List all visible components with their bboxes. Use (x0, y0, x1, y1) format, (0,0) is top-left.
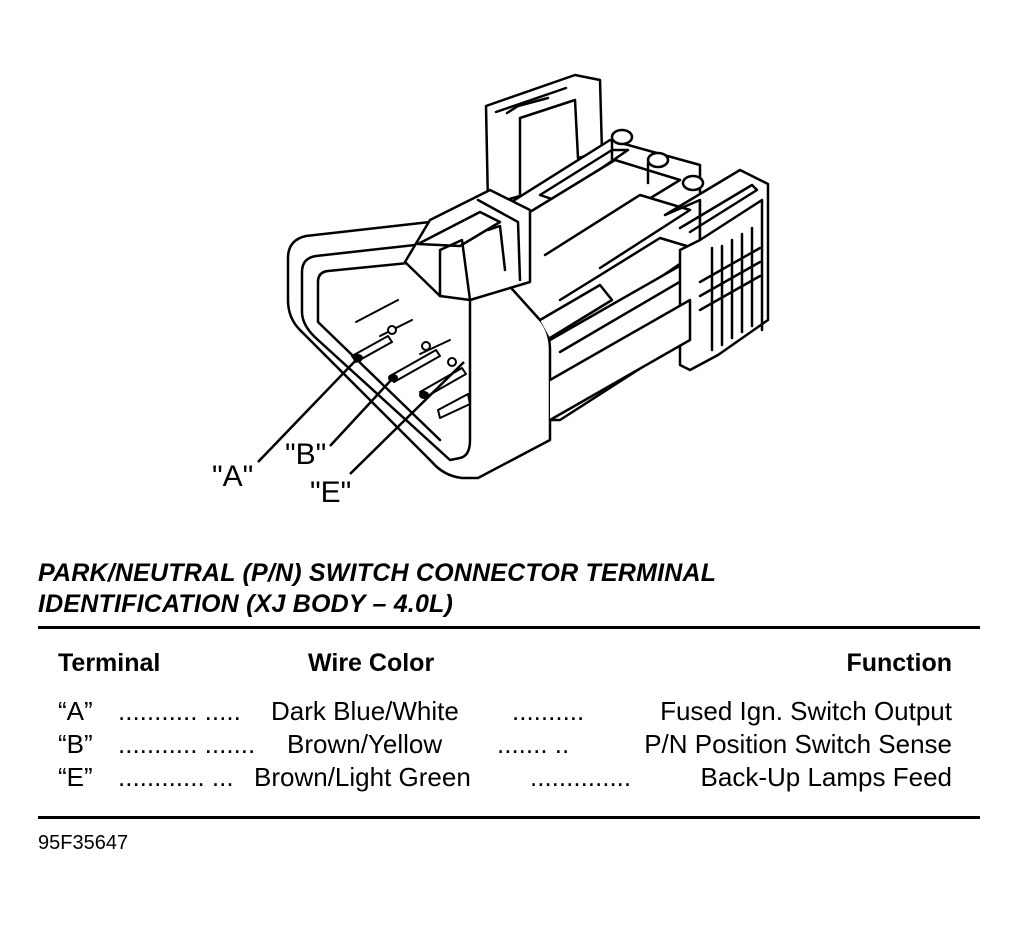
figure-code: 95F35647 (38, 832, 129, 854)
leader-dots: ............ ... (118, 762, 234, 792)
connector-illustration (257, 73, 770, 480)
leader-dots: .............. (530, 762, 632, 792)
header-terminal: Terminal (58, 649, 161, 677)
leader-dots: ........... ....... (118, 729, 256, 759)
header-function: Function (846, 649, 952, 677)
terminal-cell: “A” (58, 696, 93, 726)
header-wire-color: Wire Color (308, 649, 435, 677)
top-rule (38, 626, 980, 629)
table-row: “E” ............ ... Brown/Light Green .… (0, 761, 1018, 794)
leader-line-b (329, 377, 394, 447)
leader-line-a (257, 357, 359, 463)
table-row: “A” ........... ..... Dark Blue/White ..… (0, 695, 1018, 728)
callout-b: "B" (285, 438, 327, 471)
terminal-cell: “E” (58, 762, 93, 792)
lock-tab (403, 188, 532, 302)
callout-e: "E" (310, 476, 352, 509)
callout-a: "A" (212, 460, 254, 493)
leader-dots: .......... (512, 696, 585, 726)
function-cell: Fused Ign. Switch Output (660, 696, 952, 726)
figure-title: PARK/NEUTRAL (P/N) SWITCH CONNECTOR TERM… (38, 558, 998, 620)
wire-color-cell: Brown/Light Green (254, 762, 471, 792)
function-cell: P/N Position Switch Sense (644, 729, 952, 759)
wire-color-cell: Brown/Yellow (287, 729, 443, 759)
terminal-cell: “B” (58, 729, 93, 759)
wire-color-cell: Dark Blue/White (271, 696, 459, 726)
leader-line-e (349, 361, 465, 475)
table-row: “B” ........... ....... Brown/Yellow ...… (0, 728, 1018, 761)
function-cell: Back-Up Lamps Feed (700, 762, 952, 792)
leader-dots: ........... ..... (118, 696, 241, 726)
leader-dots: ....... .. (497, 729, 570, 759)
figure-title-line-1: PARK/NEUTRAL (P/N) SWITCH CONNECTOR TERM… (38, 559, 717, 587)
figure-title-line-2: IDENTIFICATION (XJ BODY – 4.0L) (38, 590, 454, 618)
connector-opening (300, 242, 472, 462)
bottom-rule (38, 816, 980, 819)
